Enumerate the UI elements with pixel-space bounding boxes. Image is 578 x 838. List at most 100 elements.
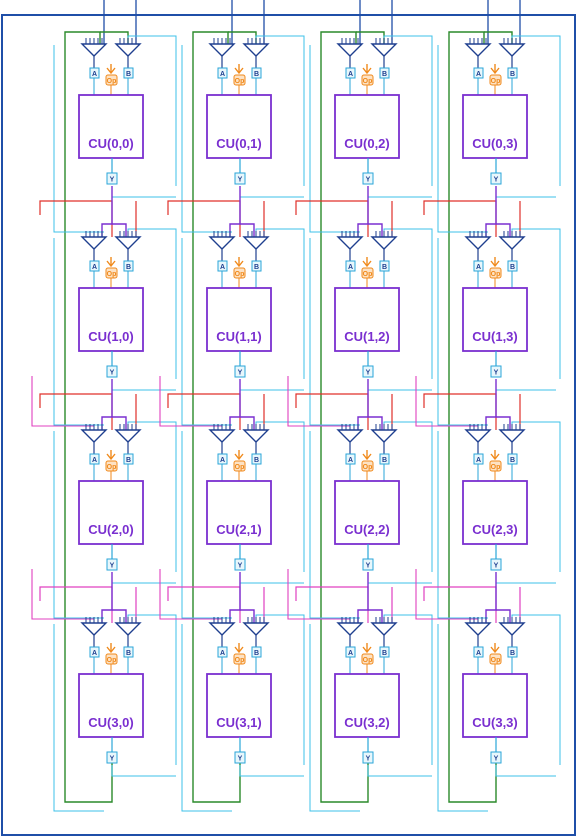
y-down-0-3	[485, 186, 497, 237]
port-b-label-0-0: B	[126, 71, 131, 78]
op-arrowhead-3-1	[234, 646, 244, 654]
mux-a-3-2	[336, 622, 364, 636]
cyan-left-2-2	[309, 431, 360, 619]
y-down-0-0	[101, 186, 113, 237]
port-a-label-2-1: A	[220, 457, 225, 464]
port-y-label-0-3: Y	[494, 177, 499, 184]
cyan-route-1-1	[239, 379, 304, 391]
port-b-label-3-0: B	[126, 650, 131, 657]
op-label-3-3: Op	[491, 657, 501, 664]
mux-b-0-3	[498, 43, 526, 57]
port-a-label-1-1: A	[220, 264, 225, 271]
cu-box-2-2	[334, 480, 400, 545]
cu-label-3-3: CU(3,3)	[472, 715, 518, 730]
mux-b-2-3	[498, 429, 526, 443]
cu-box-1-2	[334, 287, 400, 352]
port-y-label-0-1: Y	[238, 177, 243, 184]
cyan-route-0-0	[111, 186, 176, 198]
port-y-label-3-2: Y	[366, 756, 371, 763]
port-a-label-0-1: A	[220, 71, 225, 78]
cyan-left-2-3	[437, 431, 488, 619]
cu-box-0-0	[78, 94, 144, 159]
mux-b-3-0	[114, 622, 142, 636]
cu-label-1-3: CU(1,3)	[472, 329, 518, 344]
y-down-1-1	[229, 379, 241, 430]
cyan-route-3-3	[495, 765, 556, 777]
mux-a-2-2	[336, 429, 364, 443]
mux-b-2-1	[242, 429, 270, 443]
op-label-2-2: Op	[363, 464, 373, 471]
port-a-label-2-2: A	[348, 457, 353, 464]
cu-box-1-3	[462, 287, 528, 352]
port-a-label-0-3: A	[476, 71, 481, 78]
mux-a-2-0	[80, 429, 108, 443]
mux-b-1-3	[498, 236, 526, 250]
mux-b-1-0	[114, 236, 142, 250]
port-y-2-1	[234, 558, 246, 571]
cyan-route-0-2	[367, 186, 432, 198]
cyan-route-2-2	[367, 572, 432, 584]
port-y-1-3	[490, 365, 502, 378]
y-down-2-3	[485, 572, 497, 623]
cu-box-1-0	[78, 287, 144, 352]
mux-a-3-3	[464, 622, 492, 636]
port-y-1-0	[106, 365, 118, 378]
cu-box-0-1	[206, 94, 272, 159]
port-y-3-1	[234, 751, 246, 764]
port-y-label-3-0: Y	[110, 756, 115, 763]
op-arrowhead-1-1	[234, 260, 244, 268]
cu-box-3-1	[206, 673, 272, 738]
mux-b-3-2	[370, 622, 398, 636]
op-arrowhead-2-1	[234, 453, 244, 461]
op-label-3-1: Op	[235, 657, 245, 664]
magenta-in-3-0	[31, 569, 94, 620]
y-down-1-3	[485, 379, 497, 430]
op-arrowhead-0-0	[106, 67, 116, 75]
y-down-2-2	[357, 572, 369, 623]
cu-label-1-1: CU(1,1)	[216, 329, 262, 344]
cu-box-3-0	[78, 673, 144, 738]
op-label-0-0: Op	[107, 78, 117, 85]
port-a-label-3-1: A	[220, 650, 225, 657]
cu-label-2-2: CU(2,2)	[344, 522, 390, 537]
y-down-b-2-1	[240, 609, 255, 623]
y-down-b-2-3	[496, 609, 511, 623]
port-b-label-2-2: B	[382, 457, 387, 464]
magenta-in-3-3	[415, 569, 478, 620]
y-down-b-1-2	[368, 416, 383, 430]
magenta-in-3-2	[287, 569, 350, 620]
port-y-label-2-0: Y	[110, 563, 115, 570]
port-y-label-3-1: Y	[238, 756, 243, 763]
port-y-label-1-1: Y	[238, 370, 243, 377]
cyan-left-0-1	[181, 45, 232, 233]
op-arrowhead-1-0	[106, 260, 116, 268]
green-loop-col2	[320, 31, 369, 803]
cu-box-1-1	[206, 287, 272, 352]
port-a-label-1-0: A	[92, 264, 97, 271]
mux-a-0-1	[208, 43, 236, 57]
cu-box-3-2	[334, 673, 400, 738]
mux-a-2-3	[464, 429, 492, 443]
mux-b-2-0	[114, 429, 142, 443]
cu-label-2-3: CU(2,3)	[472, 522, 518, 537]
mux-b-0-1	[242, 43, 270, 57]
y-down-1-2	[357, 379, 369, 430]
op-arrowhead-2-3	[490, 453, 500, 461]
cyan-route-0-1	[239, 186, 304, 198]
port-y-0-3	[490, 172, 502, 185]
mux-b-1-1	[242, 236, 270, 250]
op-label-2-1: Op	[235, 464, 245, 471]
op-label-1-1: Op	[235, 271, 245, 278]
mux-a-1-3	[464, 236, 492, 250]
port-b-label-2-1: B	[254, 457, 259, 464]
op-arrowhead-3-0	[106, 646, 116, 654]
op-arrowhead-1-2	[362, 260, 372, 268]
y-down-1-0	[101, 379, 113, 430]
cu-label-3-1: CU(3,1)	[216, 715, 262, 730]
op-label-0-3: Op	[491, 78, 501, 85]
cyan-left-0-2	[309, 45, 360, 233]
port-y-label-1-0: Y	[110, 370, 115, 377]
port-y-label-1-3: Y	[494, 370, 499, 377]
port-a-label-3-2: A	[348, 650, 353, 657]
port-b-label-0-3: B	[510, 71, 515, 78]
